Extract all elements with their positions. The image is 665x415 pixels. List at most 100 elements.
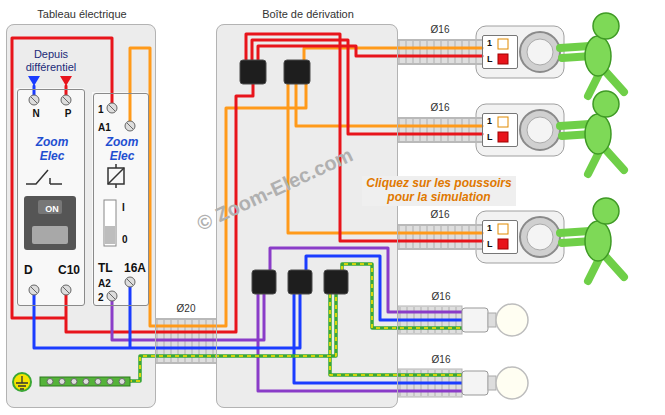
switch-plate — [482, 35, 518, 69]
push-button — [520, 217, 560, 257]
relay-detail — [108, 164, 124, 188]
pushbutton-mechanism: 1L — [482, 220, 518, 254]
panel-heading: Tableau électrique — [7, 8, 157, 21]
wire-connector — [240, 60, 266, 84]
push-button — [520, 32, 560, 257]
conduit-size: Ø16 — [426, 354, 456, 366]
input-arrow — [28, 76, 40, 86]
terminal-screw — [29, 95, 135, 301]
terminal-label: 2 — [98, 292, 108, 304]
module-body — [16, 88, 148, 305]
input-arrow — [60, 76, 72, 86]
conduit-size: Ø20 — [177, 303, 196, 315]
earth-wire — [128, 264, 462, 381]
wire-connector — [288, 270, 312, 294]
box-heading: Boîte de dérivation — [217, 8, 399, 21]
conduit-body — [398, 41, 482, 63]
relay-detail — [104, 200, 116, 246]
earth-bar — [59, 379, 65, 385]
green-figure — [585, 221, 611, 261]
lamp — [496, 304, 528, 336]
green-figure — [560, 46, 624, 281]
wire-connector — [252, 270, 276, 294]
earth-bar — [119, 379, 125, 385]
switch-plate — [482, 113, 518, 147]
pushbutton-terminal — [498, 54, 508, 64]
earth-bar — [47, 379, 53, 385]
breaker-detail — [26, 170, 62, 184]
switch-position: I — [122, 202, 132, 214]
lamp — [488, 313, 496, 327]
terminal-screw — [31, 97, 133, 299]
lamp — [462, 308, 488, 332]
earth-symbol — [13, 373, 31, 391]
rating-label: C10 — [48, 264, 80, 278]
module-body — [92, 92, 148, 305]
purple-wire — [258, 248, 462, 391]
green-figure — [593, 13, 619, 39]
conduit-rib — [398, 119, 482, 141]
conduit-outline — [398, 39, 482, 65]
terminal-label: P — [62, 108, 74, 120]
conduit-outline — [398, 117, 482, 143]
switch-position: 0 — [122, 234, 132, 246]
switch-plate — [476, 211, 564, 263]
rating-label: 16A — [116, 262, 146, 276]
earth-symbol — [16, 376, 28, 389]
earth-bar — [71, 379, 77, 385]
terminal-label: L — [487, 54, 497, 64]
earth-bar — [83, 379, 89, 385]
push-button — [527, 224, 553, 250]
push-button — [527, 117, 553, 143]
switch-state: ON — [40, 202, 64, 216]
terminal-label: 1 — [487, 116, 497, 126]
earth-wire — [128, 264, 462, 381]
lamp — [462, 371, 488, 395]
wire-connector — [324, 270, 348, 294]
terminal-label: A1 — [98, 122, 118, 134]
module-body — [16, 88, 84, 305]
earth-bar — [107, 379, 113, 385]
supply-note: Depuis différentiel — [14, 48, 88, 73]
conduit — [398, 52, 482, 53]
conduit-size: Ø16 — [431, 209, 450, 221]
circuit-breaker: NPZoom ElecONDC10 — [17, 89, 85, 306]
relay-detail — [105, 226, 115, 244]
terminal-label: L — [487, 239, 497, 249]
conduit-body — [398, 119, 482, 141]
green-figure — [560, 13, 624, 281]
terminal-label: 1 — [487, 223, 497, 233]
wire-connector — [284, 60, 310, 84]
green-figure — [593, 91, 619, 117]
input-arrow — [28, 76, 72, 86]
earth-bar — [40, 377, 130, 386]
electrical-panel: Tableau électriqueNPZoom ElecONDC101A1Zo… — [6, 24, 156, 408]
purple-wire — [112, 294, 264, 340]
conduit — [398, 130, 482, 131]
device-type: D — [24, 264, 38, 278]
lamp — [462, 304, 528, 399]
brand-label: Zoom Elec — [30, 136, 74, 164]
breaker-detail — [24, 170, 76, 250]
terminal-label: 1 — [98, 104, 108, 116]
terminal-label: A2 — [98, 278, 118, 290]
earth-symbol — [13, 373, 31, 391]
green-figure — [593, 198, 619, 224]
pushbutton-terminal — [498, 239, 508, 249]
conduit-rib — [398, 226, 482, 248]
earth-bar — [40, 377, 130, 386]
pushbutton-terminal — [498, 132, 508, 142]
push-button — [520, 32, 560, 72]
instruction-note: Cliquez sur les poussoirs pour la simula… — [362, 176, 516, 206]
blue-wire — [294, 256, 462, 383]
relay-detail — [104, 164, 124, 246]
panel-ground — [6, 24, 156, 408]
lamp — [488, 376, 496, 390]
purple-wire — [112, 248, 462, 391]
switch-plate — [482, 220, 518, 254]
conduit-body — [398, 226, 482, 248]
pushbutton-terminal — [498, 224, 508, 234]
terminal-label: 1 — [487, 38, 497, 48]
